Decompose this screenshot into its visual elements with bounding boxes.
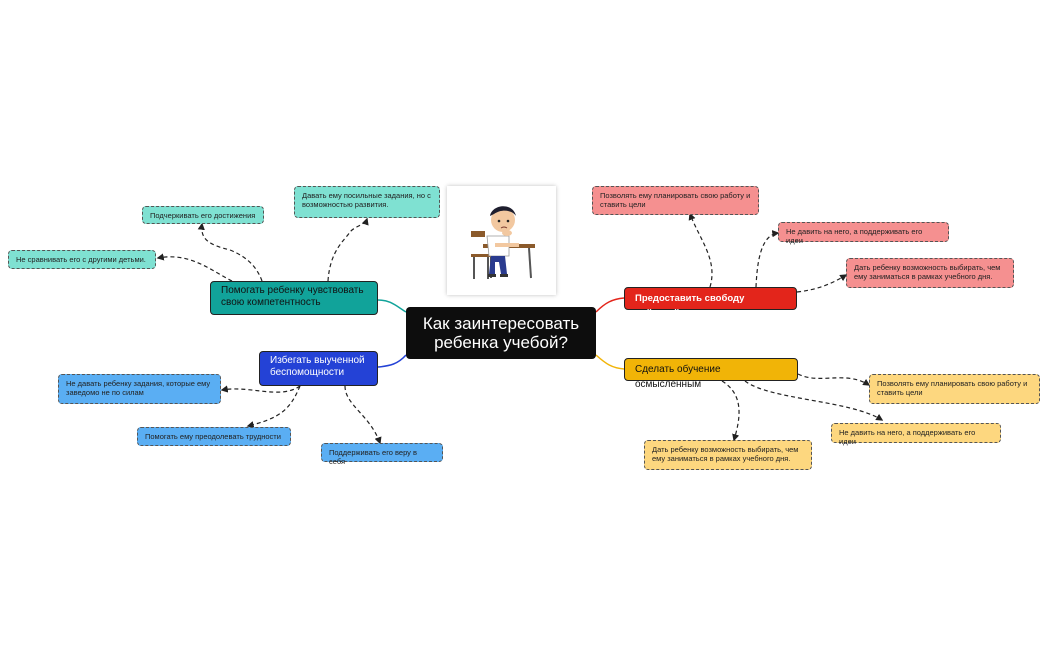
leaf-competence-no-compare[interactable]: Не сравнивать его с другими детьми. <box>8 250 156 269</box>
central-topic[interactable]: Как заинтересовать ребенка учебой? <box>406 307 596 359</box>
leaf-helplessness-self-belief[interactable]: Поддерживать его веру в себя <box>321 443 443 466</box>
leaf-helplessness-overcome[interactable]: Помогать ему преодолевать трудности <box>137 427 291 446</box>
student-illustration <box>447 186 556 295</box>
leaf-meaningful-support[interactable]: Не давить на него, а поддерживать его ид… <box>831 423 1001 446</box>
leaf-helplessness-no-hard-tasks[interactable]: Не давать ребенку задания, которые ему з… <box>58 374 221 404</box>
connector-central-meaningful <box>595 354 625 370</box>
connector-meaningful-leaf-3 <box>721 380 740 442</box>
branch-helplessness[interactable]: Избегать выученной беспомощности <box>259 351 378 386</box>
connector-central-freedom <box>595 297 625 313</box>
leaf-freedom-support[interactable]: Не давить на него, а поддерживать его ид… <box>778 222 949 245</box>
connector-freedom-leaf-3 <box>796 274 848 293</box>
connector-central-helplessness <box>377 354 407 368</box>
connector-meaningful-leaf-1 <box>797 373 871 386</box>
connector-meaningful-leaf-2 <box>744 380 884 421</box>
leaf-meaningful-plan[interactable]: Позволять ему планировать свою работу и … <box>869 374 1040 404</box>
student-at-desk-icon <box>471 206 535 279</box>
connector-freedom-leaf-2 <box>755 230 780 288</box>
connector-competence-leaf-2 <box>197 222 263 282</box>
leaf-freedom-choice[interactable]: Дать ребенку возможность выбирать, чем е… <box>846 258 1014 288</box>
connector-helplessness-leaf-1 <box>220 385 301 393</box>
connector-central-competence <box>377 299 407 313</box>
leaf-competence-tasks[interactable]: Давать ему посильные задания, но с возмо… <box>294 186 440 218</box>
connector-competence-leaf-3 <box>156 253 233 282</box>
connector-helplessness-leaf-2 <box>246 385 301 429</box>
leaf-meaningful-choice[interactable]: Дать ребенку возможность выбирать, чем е… <box>644 440 812 470</box>
connector-helplessness-leaf-3 <box>344 385 382 445</box>
branch-meaningful[interactable]: Сделать обучение осмысленным <box>624 358 798 390</box>
connector-competence-leaf-1 <box>327 217 369 282</box>
branch-freedom[interactable]: Предоставить свободу действий <box>624 287 797 319</box>
branch-competence[interactable]: Помогать ребенку чувствовать свою компет… <box>210 281 378 315</box>
leaf-freedom-plan[interactable]: Позволять ему планировать свою работу и … <box>592 186 759 215</box>
connector-freedom-leaf-1 <box>688 212 713 288</box>
leaf-competence-achievements[interactable]: Подчеркивать его достижения <box>142 206 264 224</box>
